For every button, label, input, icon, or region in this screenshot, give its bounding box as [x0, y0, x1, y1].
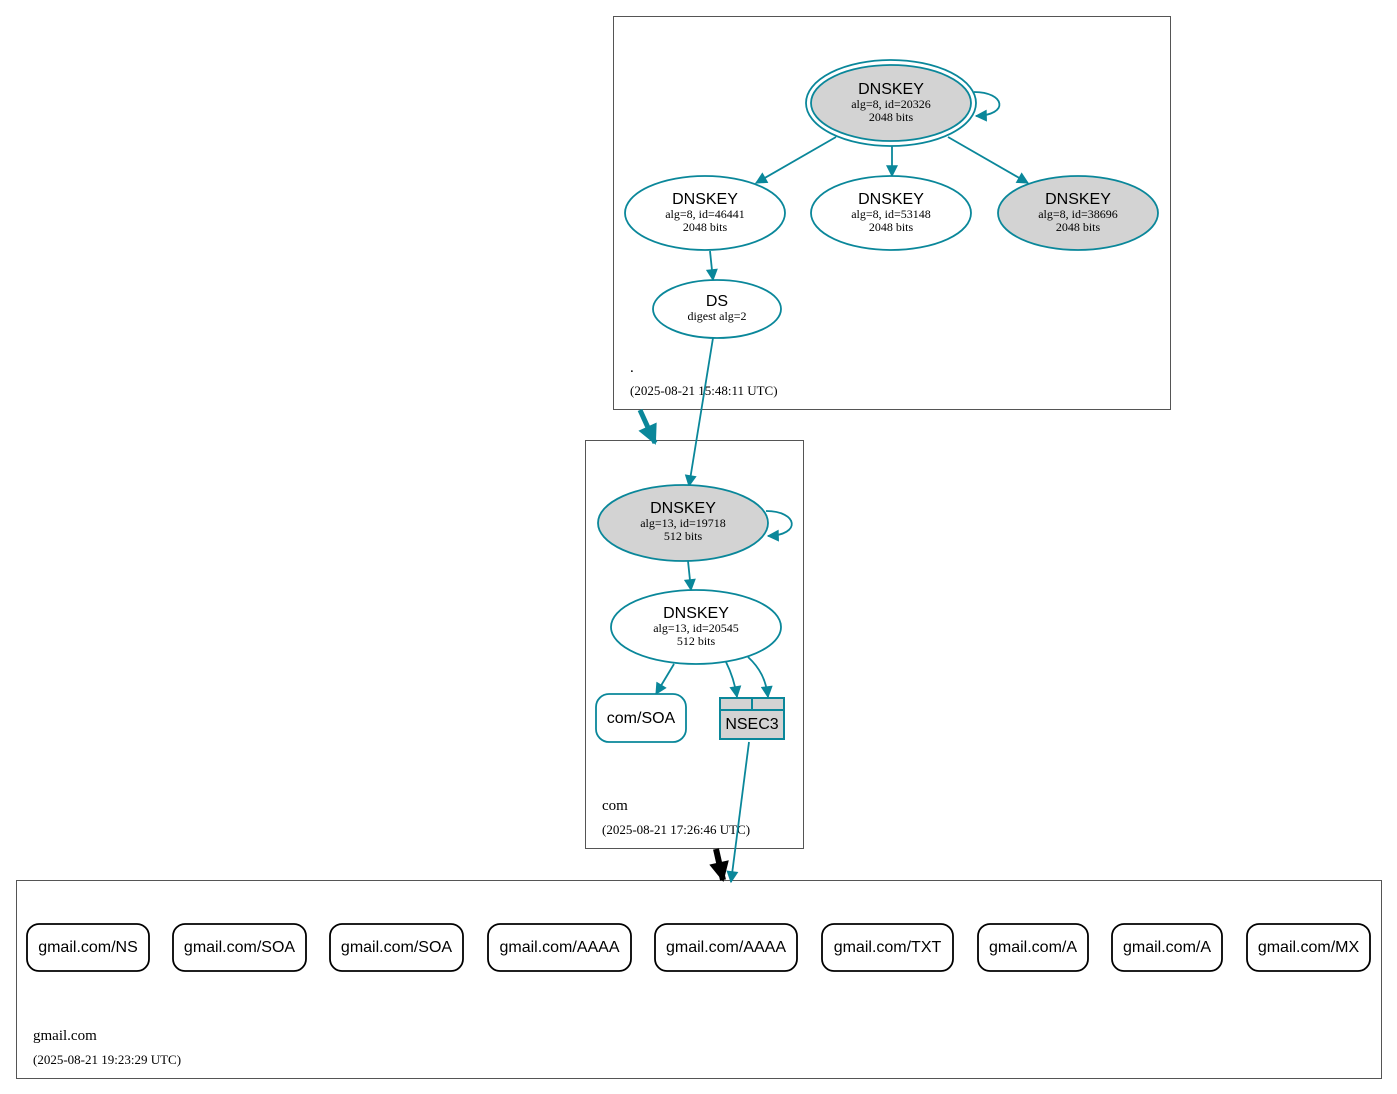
node-com-nsec3[interactable]: NSEC3	[719, 697, 785, 740]
node-com-soa-label: com/SOA	[607, 710, 676, 727]
node-root-ksk-title: DNSKEY	[858, 81, 924, 98]
node-root-zsk1-bits: 2048 bits	[683, 220, 728, 234]
zone-gmail-name: gmail.com	[33, 1028, 97, 1044]
node-root-zsk2-title: DNSKEY	[858, 191, 924, 208]
record-a[interactable]: gmail.com/A	[977, 923, 1089, 972]
edge-root-ksk-zsk3	[947, 136, 1030, 184]
node-root-ksk-alg: alg=8, id=20326	[851, 97, 931, 111]
record-label: gmail.com/TXT	[834, 939, 942, 956]
edges	[637, 91, 1030, 884]
record-label: gmail.com/A	[989, 939, 1077, 956]
record-soa[interactable]: gmail.com/SOA	[172, 923, 307, 972]
node-root-ds[interactable]: DS digest alg=2	[652, 279, 782, 339]
edge-com-ksk-zsk	[683, 560, 696, 592]
node-root-zsk1-alg: alg=8, id=46441	[665, 207, 745, 221]
node-root-zsk3-alg: alg=8, id=38696	[1038, 207, 1118, 221]
edge-delegation-root-com	[637, 408, 658, 445]
node-com-zsk-alg: alg=13, id=20545	[653, 621, 739, 635]
zone-com-name: com	[602, 798, 628, 814]
edge-com-zsk-nsec3-b	[747, 656, 773, 699]
node-root-key-38696[interactable]: DNSKEY alg=8, id=38696 2048 bits	[997, 175, 1159, 251]
edge-com-zsk-soa	[655, 663, 675, 696]
node-root-ds-digest: digest alg=2	[687, 309, 746, 323]
node-com-zsk-bits: 512 bits	[677, 634, 716, 648]
node-com-zsk-title: DNSKEY	[663, 605, 729, 622]
edge-com-zsk-nsec3-a	[725, 661, 742, 699]
node-root-zsk2-bits: 2048 bits	[869, 220, 914, 234]
record-label: gmail.com/SOA	[341, 939, 452, 956]
edge-delegation-com-gmail	[709, 848, 729, 882]
record-label: gmail.com/AAAA	[666, 939, 786, 956]
node-com-ksk[interactable]: DNSKEY alg=13, id=19718 512 bits	[597, 484, 769, 562]
record-label: gmail.com/AAAA	[499, 939, 619, 956]
record-label: gmail.com/NS	[38, 939, 138, 956]
edge-root-ksk-self	[973, 91, 1001, 122]
node-com-zsk[interactable]: DNSKEY alg=13, id=20545 512 bits	[610, 589, 782, 665]
record-aaaa[interactable]: gmail.com/AAAA	[654, 923, 798, 972]
edge-root-ksk-zsk1	[754, 136, 837, 184]
zone-root-name: .	[630, 360, 634, 376]
edge-ds-com-ksk	[684, 337, 714, 488]
node-com-ksk-title: DNSKEY	[650, 500, 716, 517]
node-com-nsec3-label: NSEC3	[725, 716, 778, 733]
zone-gmail-timestamp: (2025-08-21 19:23:29 UTC)	[33, 1052, 181, 1067]
edge-nsec3-gmail	[726, 741, 750, 884]
node-root-zsk3-title: DNSKEY	[1045, 191, 1111, 208]
zone-com-timestamp: (2025-08-21 17:26:46 UTC)	[602, 822, 750, 837]
node-com-ksk-bits: 512 bits	[664, 529, 703, 543]
record-label: gmail.com/SOA	[184, 939, 295, 956]
edge-root-zsk1-ds	[705, 250, 718, 282]
edge-com-ksk-self	[765, 510, 793, 542]
node-root-ksk-bits: 2048 bits	[869, 110, 914, 124]
record-aaaa[interactable]: gmail.com/AAAA	[487, 923, 632, 972]
node-root-ds-title: DS	[706, 293, 728, 310]
record-label: gmail.com/A	[1123, 939, 1211, 956]
record-ns[interactable]: gmail.com/NS	[26, 923, 150, 972]
node-root-zsk3-bits: 2048 bits	[1056, 220, 1101, 234]
zone-gmail: gmail.com (2025-08-21 19:23:29 UTC)	[16, 880, 1382, 1079]
record-label: gmail.com/MX	[1258, 939, 1360, 956]
record-txt[interactable]: gmail.com/TXT	[821, 923, 954, 972]
node-root-zsk-53148[interactable]: DNSKEY alg=8, id=53148 2048 bits	[810, 175, 972, 251]
record-mx[interactable]: gmail.com/MX	[1246, 923, 1371, 972]
node-root-zsk-46441[interactable]: DNSKEY alg=8, id=46441 2048 bits	[624, 175, 786, 251]
node-root-zsk2-alg: alg=8, id=53148	[851, 207, 931, 221]
node-com-ksk-alg: alg=13, id=19718	[640, 516, 726, 530]
node-root-ksk[interactable]: DNSKEY alg=8, id=20326 2048 bits	[805, 59, 977, 147]
record-a[interactable]: gmail.com/A	[1111, 923, 1223, 972]
record-soa[interactable]: gmail.com/SOA	[329, 923, 464, 972]
node-com-soa[interactable]: com/SOA	[595, 693, 687, 743]
node-root-zsk1-title: DNSKEY	[672, 191, 738, 208]
